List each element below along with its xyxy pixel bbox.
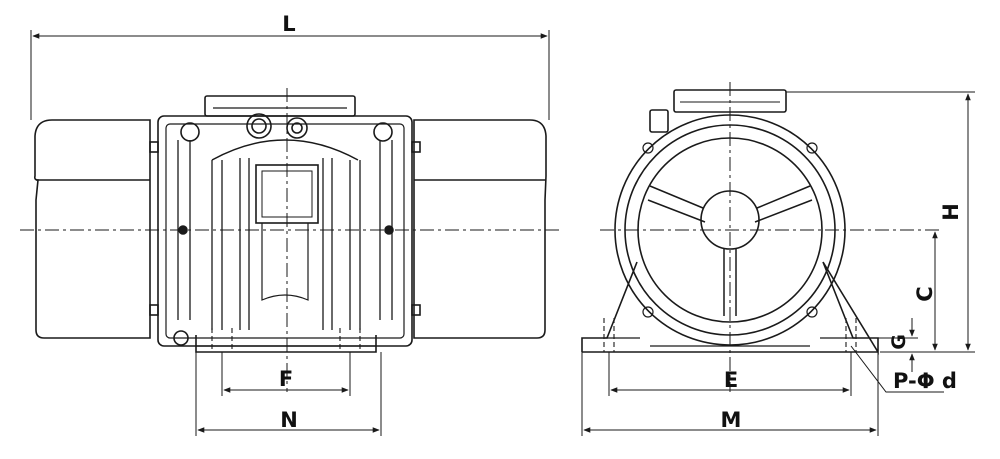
ring-bolts <box>642 142 818 318</box>
bolt-icon <box>806 142 818 154</box>
bolt-icon <box>642 142 654 154</box>
label-g: G <box>888 334 910 350</box>
side-dimensions <box>581 91 975 436</box>
center-lines <box>20 88 560 392</box>
front-dimensions <box>30 30 550 436</box>
side-view <box>581 82 940 392</box>
lifting-eye-icon <box>373 122 393 142</box>
label-h: H <box>939 203 963 221</box>
label-l: L <box>282 12 295 36</box>
cable-gland-icon <box>286 117 308 139</box>
label-n: N <box>280 408 298 432</box>
label-e: E <box>724 368 738 392</box>
terminal-box <box>204 95 356 117</box>
spokes <box>647 185 813 316</box>
bolt-icon <box>642 306 654 318</box>
label-c: C <box>913 286 937 301</box>
ground-screw-icon <box>173 330 189 346</box>
label-f: F <box>279 367 293 391</box>
bolt-icon <box>806 306 818 318</box>
front-view <box>20 88 560 392</box>
cable-gland-icon <box>246 113 272 139</box>
base-plate <box>195 335 377 353</box>
lifting-eye-icon <box>180 122 200 142</box>
side-center-lines <box>600 82 940 392</box>
housing-ribs <box>177 140 393 330</box>
left-end-cap <box>34 119 151 339</box>
right-end-cap <box>413 119 547 339</box>
motor-housing <box>157 115 413 347</box>
leader-bolt-hole <box>850 345 944 393</box>
label-m: M <box>721 408 742 432</box>
label-bolt-hole: P-Φ d <box>893 369 957 393</box>
